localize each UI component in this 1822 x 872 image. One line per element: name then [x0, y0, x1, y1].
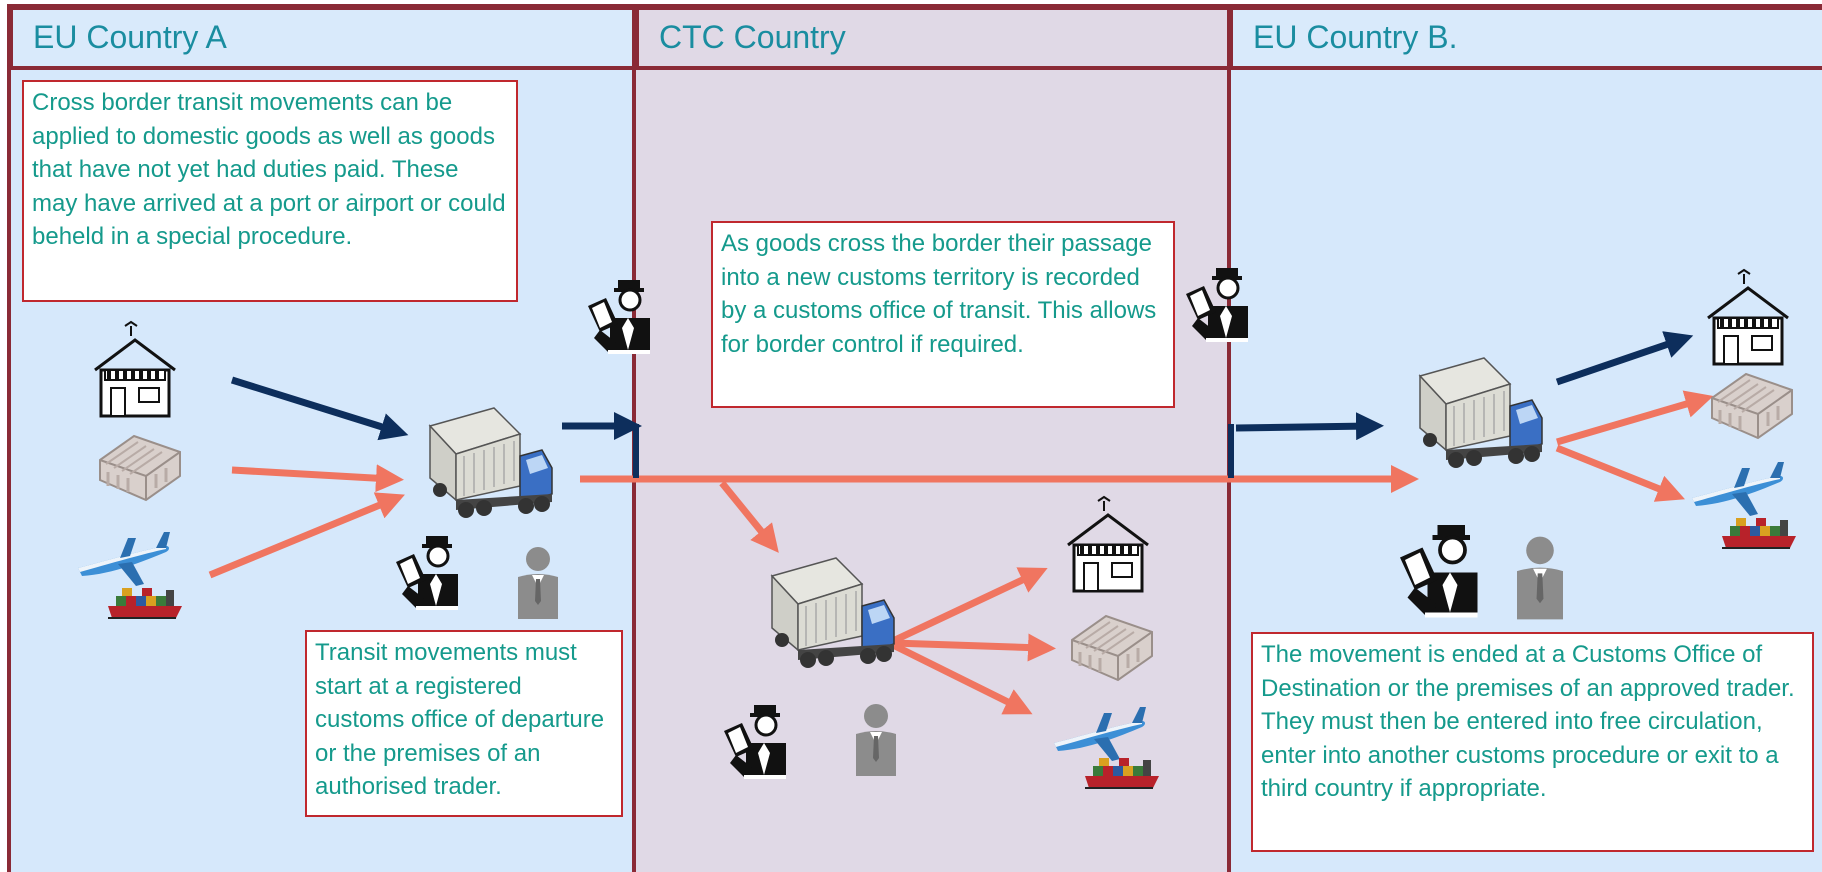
- arrow-airport-to-truck: [208, 492, 405, 579]
- airplane-icon: [1054, 707, 1146, 761]
- arrow-b-truck-to-airport: [1555, 444, 1685, 502]
- header-eu-country-a: EU Country A: [9, 6, 635, 70]
- cargo-ship-icon: [107, 587, 183, 619]
- header-ctc-country: CTC Country: [635, 6, 1229, 70]
- trader-person-icon: [518, 547, 558, 619]
- shop-icon: [93, 320, 177, 418]
- note-domestic-goods: Cross border transit movements can be ap…: [22, 80, 518, 302]
- customs-officer-icon: [1398, 523, 1480, 620]
- arrow-warehouse-to-truck: [231, 464, 404, 493]
- note-transit-office: As goods cross the border their passage …: [711, 221, 1175, 408]
- arrow-b-truck-to-shop: [1555, 331, 1694, 386]
- airplane-icon: [1692, 462, 1784, 516]
- shop-icon: [1066, 495, 1150, 593]
- note-departure: Transit movements must start at a regist…: [305, 630, 623, 817]
- warehouse-icon: [1710, 372, 1794, 440]
- header-eu-country-b: EU Country B.: [1229, 6, 1822, 70]
- arrow-navy-into-b: [1235, 412, 1384, 441]
- airplane-icon: [78, 532, 170, 586]
- customs-officer-icon: [586, 278, 652, 356]
- warehouse-icon: [98, 434, 182, 502]
- cargo-ship-icon: [1084, 757, 1160, 789]
- cargo-ship-icon: [1721, 517, 1797, 549]
- note-destination: The movement is ended at a Customs Offic…: [1251, 632, 1814, 852]
- customs-officer-icon: [722, 703, 788, 781]
- panel-title-eu-country-a: EU Country A: [33, 19, 227, 55]
- truck-icon: [771, 557, 895, 669]
- truck-icon: [429, 407, 553, 519]
- trader-person-icon: [856, 704, 896, 776]
- arrow-ctc-truck-to-airport: [891, 641, 1033, 715]
- arrow-ctc-truck-to-warehouse: [892, 633, 1056, 662]
- border-left: [7, 6, 11, 872]
- arrow-transit-to-ctc-truck: [719, 480, 779, 553]
- truck-icon: [1419, 357, 1543, 469]
- border-top: [7, 4, 1822, 8]
- warehouse-icon: [1070, 614, 1154, 682]
- arrow-ctc-truck-to-shop: [891, 567, 1048, 645]
- customs-officer-icon: [1184, 266, 1250, 344]
- shop-icon: [1706, 268, 1790, 366]
- trader-person-icon: [1517, 536, 1563, 620]
- customs-officer-icon: [394, 534, 460, 612]
- arrow-b-truck-to-warehouse: [1556, 390, 1714, 446]
- panel-title-eu-country-b: EU Country B.: [1253, 19, 1458, 55]
- arrow-shop-to-truck: [230, 376, 409, 441]
- panel-title-ctc-country: CTC Country: [659, 19, 846, 55]
